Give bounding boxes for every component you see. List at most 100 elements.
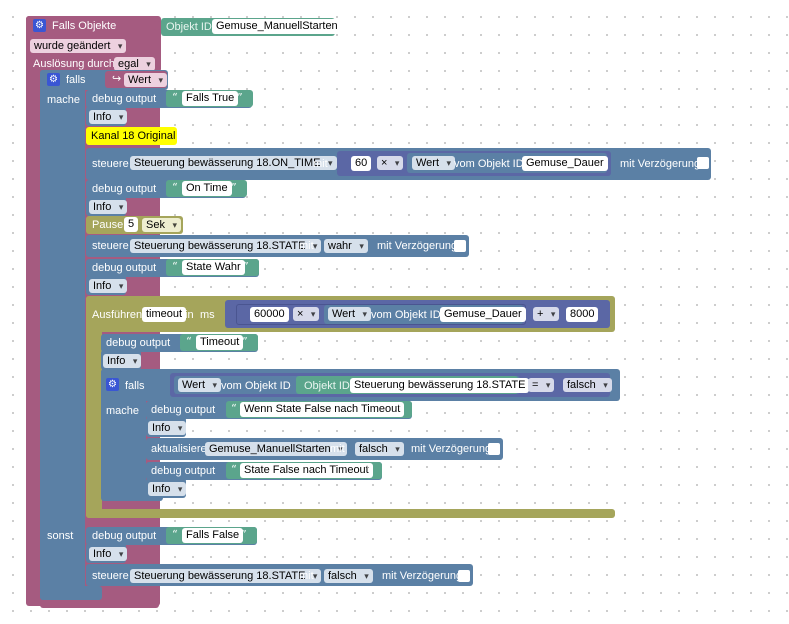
log-level-dropdown[interactable]: Info [89,200,128,214]
with-label: mit [299,570,314,582]
quote-open: “ [172,181,178,194]
condition-value-dropdown[interactable]: Wert [124,73,168,87]
compare-value-dropdown[interactable]: falsch [563,378,612,392]
log-level-dropdown[interactable]: Info [148,482,187,496]
update-target-dropdown[interactable]: Gemuse_ManuellStarten [205,442,347,456]
else-label: sonst [47,530,74,542]
number-field[interactable]: 60 [351,156,372,171]
control-label: steuere [92,158,129,170]
pause-label: Pause [92,219,124,231]
log-level-dropdown[interactable]: Info [148,421,187,435]
trigger-title: Falls Objekte [52,20,117,32]
delay-label: mit Verzögerung [411,443,492,455]
do-label: mache [106,405,140,417]
quote-open: “ [186,335,192,348]
debug-text-field[interactable]: Falls True [182,91,239,106]
object-id-label: Objekt ID [166,21,212,33]
delay-label: mit Verzögerung [377,240,458,252]
quote-open: “ [172,528,178,541]
debug-text-field[interactable]: Wenn State False nach Timeout [240,402,405,417]
ms-label: ms [200,309,215,321]
number-field[interactable]: 60000 [250,307,289,322]
with-label: mit [330,443,345,455]
number-field[interactable]: 8000 [566,307,599,322]
debug-output-label: debug output [106,337,171,349]
debug-text-field[interactable]: Falls False [182,528,244,543]
debug-output-label: debug output [92,530,157,542]
delay-label: mit Verzögerung [382,570,463,582]
compare-operator-dropdown[interactable]: = [528,378,555,392]
do-label: mache [47,94,81,106]
return-arrow-icon: ↪ [112,73,122,85]
timeout-name-field[interactable]: timeout [142,307,187,322]
pause-value-field[interactable]: 5 [124,217,139,232]
checkbox-icon[interactable] [458,570,470,582]
quote-close: ” [243,260,249,273]
outer-if-footer [40,586,102,600]
control-target-dropdown[interactable]: Steuerung bewässerung 18.STATE [130,569,322,583]
quote-close: ” [396,402,402,415]
operator-dropdown[interactable]: + [533,307,560,321]
from-object-label: vom Objekt ID [454,158,524,170]
checkbox-icon[interactable] [488,443,500,455]
control-target-dropdown[interactable]: Steuerung bewässerung 18.STATE [130,239,322,253]
comment-text[interactable]: Kanal 18 Original [91,130,176,142]
comment-block[interactable] [86,127,177,145]
debug-output-label: debug output [151,404,216,416]
delay-label: mit Verzögerung [620,158,701,170]
timeout-block[interactable] [86,296,102,518]
if-label: falls [125,380,145,392]
quote-close: ” [237,91,243,104]
object-id-field[interactable]: Steuerung bewässerung 18.STATE [350,378,530,393]
control-target-dropdown[interactable]: Steuerung bewässerung 18.ON_TIME [130,156,337,170]
debug-text-field[interactable]: On Time [182,181,232,196]
value-dropdown[interactable]: falsch [355,442,404,456]
log-level-dropdown[interactable]: Info [89,279,128,293]
checkbox-icon[interactable] [454,240,466,252]
object-id-field[interactable]: Gemuse_Dauer [522,156,608,171]
value-dropdown[interactable]: Wert [412,156,456,170]
object-id-field[interactable]: Gemuse_Dauer [440,307,526,322]
object-id-label: Objekt ID [304,380,350,392]
debug-output-label: debug output [151,465,216,477]
trigger-by-label: Auslösung durch [33,58,115,70]
operator-dropdown[interactable]: × [293,307,320,321]
quote-close: ” [231,181,237,194]
gear-icon[interactable]: ⚙ [33,19,46,32]
value-dropdown[interactable]: Wert [178,378,222,392]
outer-if-block[interactable] [40,70,85,600]
value-dropdown[interactable]: falsch [324,569,373,583]
debug-output-label: debug output [92,93,157,105]
quote-open: “ [231,463,237,476]
value-dropdown[interactable]: Wert [328,307,372,321]
from-object-label: vom Objekt ID [221,380,291,392]
log-level-dropdown[interactable]: Info [89,110,128,124]
debug-text-field[interactable]: Timeout [196,335,244,350]
quote-open: “ [172,260,178,273]
from-object-label: vom Objekt ID [371,309,441,321]
trigger-object-field[interactable]: Gemuse_ManuellStarten [212,19,342,34]
quote-close: ” [366,463,372,476]
debug-output-label: debug output [92,183,157,195]
debug-text-field[interactable]: State False nach Timeout [240,463,373,478]
update-label: aktualisiere [151,443,207,455]
debug-output-label: debug output [92,262,157,274]
quote-open: “ [231,402,237,415]
quote-open: “ [172,91,178,104]
event-dropdown[interactable]: wurde geändert [30,39,127,53]
control-label: steuere [92,570,129,582]
pause-unit-dropdown[interactable]: Sek [142,218,181,232]
gear-icon[interactable]: ⚙ [47,73,60,86]
trigger-by-dropdown[interactable]: egal [114,57,155,71]
log-level-dropdown[interactable]: Info [103,354,142,368]
debug-text-field[interactable]: State Wahr [182,260,245,275]
with-label: mit [313,158,328,170]
control-label: steuere [92,240,129,252]
input-connector [154,21,160,30]
gear-icon[interactable]: ⚙ [106,378,119,391]
timeout-footer [86,509,615,518]
log-level-dropdown[interactable]: Info [89,547,128,561]
operator-dropdown[interactable]: × [377,156,404,170]
value-dropdown[interactable]: wahr [324,239,368,253]
checkbox-icon[interactable] [697,157,709,169]
